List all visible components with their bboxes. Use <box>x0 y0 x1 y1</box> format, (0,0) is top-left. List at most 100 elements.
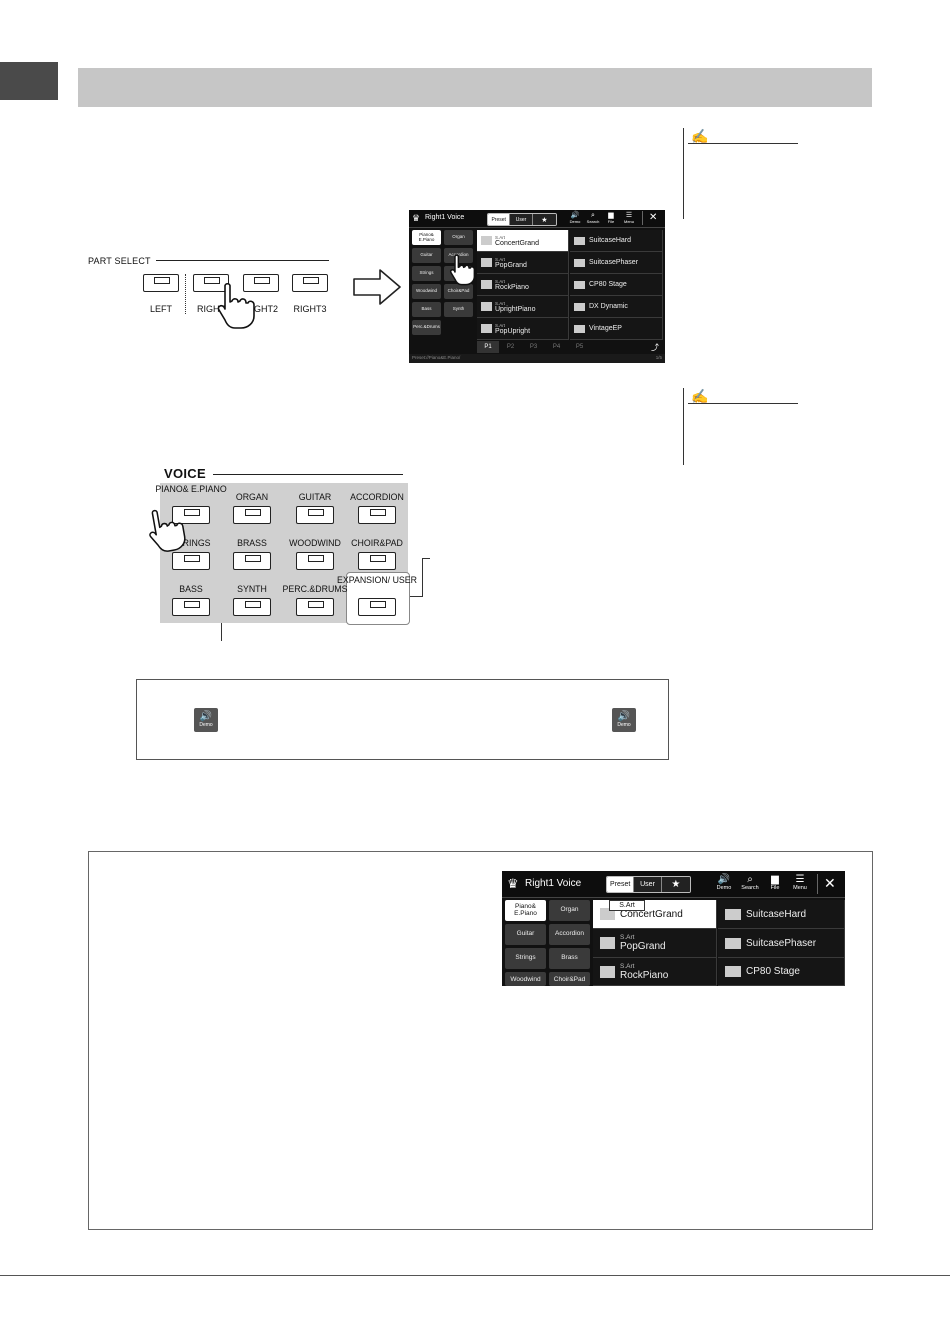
voice-suitcasehard[interactable]: SuitcaseHard <box>570 230 663 252</box>
category-guitar[interactable]: Guitar <box>412 248 441 263</box>
voice-vintageep[interactable]: VintageEP <box>570 318 663 340</box>
strings-voice-button[interactable] <box>172 552 210 570</box>
demo-button-left[interactable]: 🔊 Demo <box>194 708 218 732</box>
grand-piano-icon <box>600 965 615 978</box>
search-button[interactable]: ⌕ Search <box>738 874 762 891</box>
category-bass[interactable]: Bass <box>412 302 441 317</box>
voice-suitcasephaser[interactable]: SuitcasePhaser <box>570 252 663 274</box>
category-list: Piano& E.Piano Organ Guitar Accordion St… <box>504 899 592 986</box>
voice-name: UprightPiano <box>495 305 536 313</box>
file-button[interactable]: ▆ File <box>765 874 785 891</box>
electric-piano-icon <box>574 258 585 267</box>
voice-suitcasehard[interactable]: SuitcaseHard <box>718 900 845 929</box>
pointing-hand-icon <box>449 254 476 286</box>
category-perc-drums[interactable]: Perc.&Drums <box>412 320 441 335</box>
part-select-panel: PART SELECT LEFT RIGHT GHT2 RIGHT3 <box>80 252 340 332</box>
demo-button-right[interactable]: 🔊 Demo <box>612 708 636 732</box>
keyboard-logo-icon: ♛ <box>507 876 519 891</box>
tab-favorite[interactable]: ★ <box>661 877 690 892</box>
callout-line-v <box>422 558 423 597</box>
bank-tabs: Preset User ★ <box>487 213 557 226</box>
right1-part-button[interactable] <box>193 274 229 292</box>
synth-voice-button[interactable] <box>233 598 271 616</box>
voice-panel: VOICE PIANO& E.PIANO ORGAN GUITAR ACCORD… <box>140 464 440 654</box>
tab-preset[interactable]: Preset <box>488 214 511 225</box>
speaker-icon: 🔊 <box>199 711 213 722</box>
perc-drums-voice-button[interactable] <box>296 598 334 616</box>
voice-name: SuitcaseHard <box>746 908 807 920</box>
page-tab-1[interactable]: P1 <box>477 341 499 353</box>
page-tab-2[interactable]: P2 <box>506 344 515 350</box>
page-tab-4[interactable]: P4 <box>552 344 561 350</box>
menu-button[interactable]: ☰ Menu <box>789 874 811 891</box>
voice-cp80-stage[interactable]: CP80 Stage <box>718 958 845 986</box>
category-strings[interactable]: Strings <box>412 266 441 281</box>
category-woodwind[interactable]: Woodwind <box>412 284 441 299</box>
voice-dx-dynamic[interactable]: DX Dynamic <box>570 296 663 318</box>
electric-piano-icon <box>574 236 585 245</box>
category-brass[interactable]: Brass <box>549 948 590 969</box>
up-folder-icon[interactable]: ⤴ <box>651 342 659 352</box>
woodwind-voice-button[interactable] <box>296 552 334 570</box>
page-tab-3[interactable]: P3 <box>529 344 538 350</box>
page-tab-5[interactable]: P5 <box>575 344 584 350</box>
tab-user[interactable]: User <box>510 214 533 225</box>
voice-name: CP80 Stage <box>589 281 627 288</box>
file-icon: ▆ <box>608 212 614 219</box>
category-choir-pad[interactable]: Choir&Pad <box>549 972 590 986</box>
expansion-user-voice-button[interactable] <box>358 598 396 616</box>
left-part-button[interactable] <box>143 274 179 292</box>
close-icon[interactable]: ✕ <box>824 875 836 891</box>
demo-button[interactable]: 🔊 Demo <box>567 212 583 224</box>
right2-part-button[interactable] <box>243 274 279 292</box>
category-organ[interactable]: Organ <box>549 900 590 921</box>
voice-badge: S.Art <box>495 322 506 328</box>
category-organ[interactable]: Organ <box>444 230 473 245</box>
organ-voice-button[interactable] <box>233 506 271 524</box>
grand-piano-icon <box>481 236 492 245</box>
category-woodwind[interactable]: Woodwind <box>505 972 546 986</box>
right1-part-label: RIGHT <box>197 304 225 314</box>
note-pencil-icon: ✍ <box>691 128 709 144</box>
category-accordion[interactable]: Accordion <box>549 924 590 945</box>
voice-cp80-stage[interactable]: CP80 Stage <box>570 274 663 296</box>
woodwind-button-label: WOODWIND <box>289 538 341 548</box>
toolbar-divider <box>817 874 818 894</box>
voice-name: SuitcasePhaser <box>746 937 817 949</box>
upright-piano-icon <box>481 324 492 333</box>
bass-voice-button[interactable] <box>172 598 210 616</box>
right3-part-button[interactable] <box>292 274 328 292</box>
category-piano[interactable]: Piano& E.Piano <box>505 900 546 921</box>
demo-button[interactable]: 🔊 Demo <box>713 874 735 891</box>
close-icon[interactable]: ✕ <box>649 212 658 223</box>
piano-voice-button[interactable] <box>172 506 210 524</box>
category-choir-pad[interactable]: Choir&Pad <box>444 284 473 299</box>
category-guitar[interactable]: Guitar <box>505 924 546 945</box>
accordion-voice-button[interactable] <box>358 506 396 524</box>
tab-favorite[interactable]: ★ <box>532 214 556 225</box>
brass-voice-button[interactable] <box>233 552 271 570</box>
left-part-label: LEFT <box>149 304 172 314</box>
guitar-voice-button[interactable] <box>296 506 334 524</box>
choir-pad-voice-button[interactable] <box>358 552 396 570</box>
menu-button[interactable]: ☰ Menu <box>621 212 637 224</box>
toolbar-divider <box>642 211 643 225</box>
tab-user[interactable]: User <box>634 877 662 892</box>
tab-preset[interactable]: Preset <box>607 877 635 892</box>
voice-suitcasephaser[interactable]: SuitcasePhaser <box>718 929 845 958</box>
strings-button-label: STRINGS <box>171 538 211 548</box>
file-button[interactable]: ▆ File <box>604 212 618 224</box>
search-button[interactable]: ⌕ Search <box>585 212 601 224</box>
category-strings[interactable]: Strings <box>505 948 546 969</box>
category-piano[interactable]: Piano& E.Piano <box>412 230 441 245</box>
category-synth[interactable]: Synth <box>444 302 473 317</box>
bass-button-label: BASS <box>179 584 203 594</box>
